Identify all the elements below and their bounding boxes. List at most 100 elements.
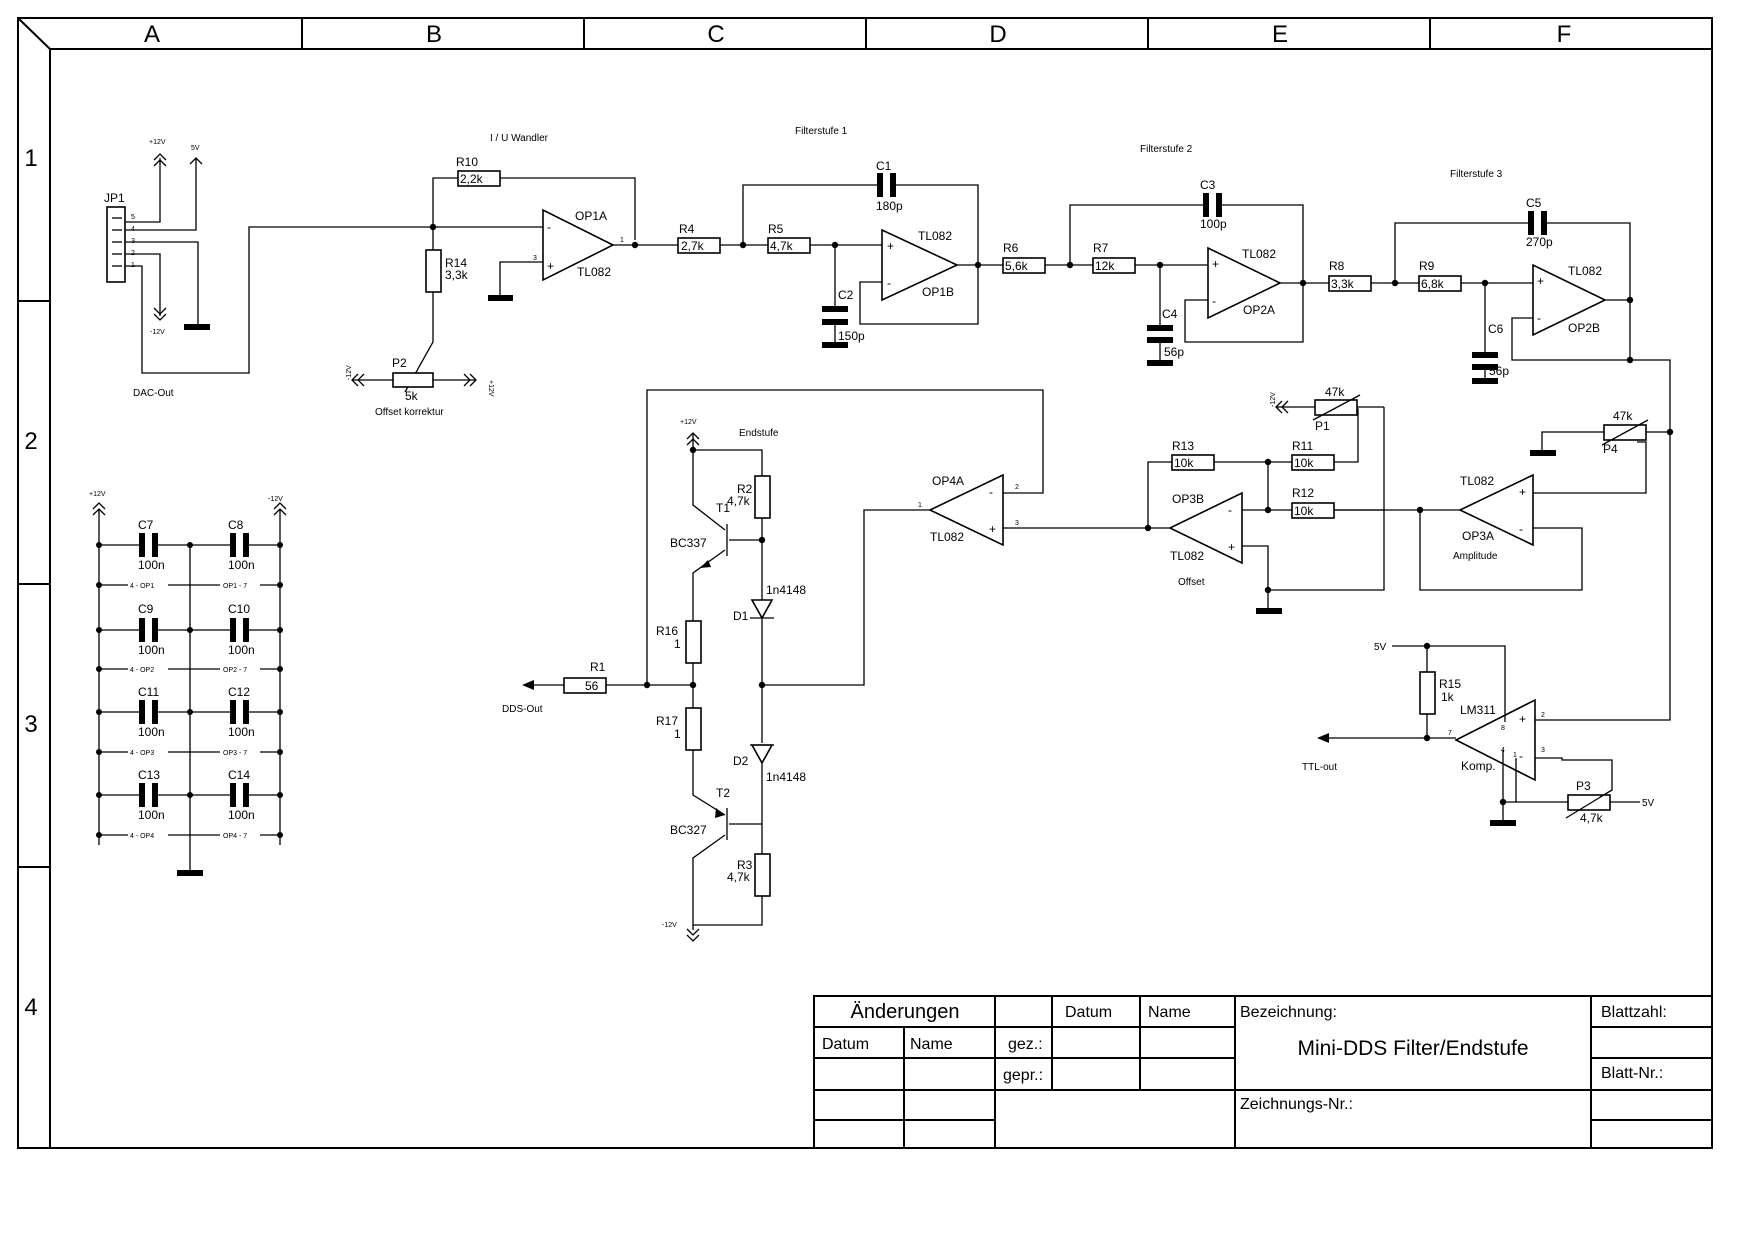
decoupling-minus12v-label: -12V [268,496,283,503]
op4a-type: TL082 [930,530,964,544]
p4-label: P4 [1603,442,1618,456]
decap-pin-op2-a: 4 - OP2 [130,667,154,674]
r16-value: 1 [674,637,681,651]
r7-label: R7 [1093,241,1109,255]
op1b-type: TL082 [918,229,952,243]
op2b-plus: + [1537,274,1544,288]
column-label-d: D [989,21,1006,48]
r14-value: 3,3k [445,268,469,282]
r16-label: R16 [656,624,678,638]
decap-pin-op4-b: OP4 - 7 [223,833,247,840]
decap-c14-label: C14 [228,768,250,782]
decap-c9-label: C9 [138,602,154,616]
decap-c10-value: 100n [228,643,255,657]
r10-value: 2,2k [460,172,484,186]
p2-label: P2 [392,356,407,370]
op3a-type: TL082 [1460,474,1494,488]
decap-c10-label: C10 [228,602,250,616]
row-label-4: 4 [24,994,37,1021]
r8-value: 3,3k [1331,277,1355,291]
p4-value: 47k [1613,409,1633,423]
op2a-minus: - [1212,294,1216,308]
c1-label: C1 [876,159,892,173]
iu-converter-stage: R10 2,2k R14 3,3k -12V +12V P2 5k Offset… [346,155,678,418]
tb-title: Mini-DDS Filter/Endstufe [1297,1037,1528,1060]
t1-label: T1 [716,501,730,515]
decap-pin-op1-b: OP1 - 7 [223,583,247,590]
amplitude-stage: + - TL082 OP3A Amplitude 47k P4 [1419,409,1670,591]
comp-type: LM311 [1460,703,1496,717]
tb-zeichnungsnr: Zeichnungs-Nr.: [1240,1096,1353,1113]
r15-label: R15 [1439,677,1461,691]
r15-value: 1k [1441,690,1455,704]
r4-label: R4 [679,222,695,236]
d1-label: D1 [733,609,749,623]
column-label-a: A [144,21,160,48]
tb-gepr: gepr.: [1003,1067,1043,1084]
comp-pin-8: 8 [1501,725,1505,732]
op3a-minus: - [1519,522,1523,536]
amplitude-label: Amplitude [1453,551,1498,562]
op1b-plus: + [887,239,894,253]
op4a-minus: - [989,485,993,499]
filter-stage-1: R4 2,7k R5 4,7k C1 180p C2 150p + - TL08… [677,159,1003,348]
op3a-plus: + [1519,485,1526,499]
decoupling-plus12v-label: +12V [89,491,106,498]
c4-label: C4 [1162,307,1178,321]
tb-name-col: Name [910,1036,953,1053]
endstufe-minus12v-label: -12V [662,922,677,929]
r2-label: R2 [737,482,753,496]
p1-minus12v-label: -12V [1270,392,1277,407]
offset-korrektur-label: Offset korrektur [375,407,444,418]
r9-label: R9 [1419,259,1435,273]
decap-pin-op3-a: 4 - OP3 [130,750,154,757]
jp1-label: JP1 [104,191,125,205]
p3-5v-label: 5V [1642,798,1655,809]
op2a-label: OP2A [1243,303,1275,317]
comp-pin-7: 7 [1448,730,1452,737]
r17-label: R17 [656,714,678,728]
c2-label: C2 [838,288,854,302]
op1a-plus: + [547,259,554,273]
tb-blattzahl: Blattzahl: [1601,1004,1667,1021]
r14-label: R14 [445,256,467,270]
d2-value: 1n4148 [766,770,806,784]
decap-c11-value: 100n [138,725,165,739]
p2-minus12v-label: -12V [346,365,353,380]
r9-value: 6,8k [1421,277,1445,291]
op4a-pin-3: 3 [1015,520,1019,527]
decap-c8-value: 100n [228,558,255,572]
r1-value: 56 [585,679,599,693]
r17-value: 1 [674,727,681,741]
op2a-plus: + [1212,257,1219,271]
t2-label: T2 [716,786,730,800]
tb-datum-col: Datum [822,1036,869,1053]
r13-value: 10k [1174,456,1194,470]
row-label-2: 2 [24,428,37,455]
d2-label: D2 [733,754,749,768]
decap-c13-label: C13 [138,768,160,782]
section-label-filterstufe-1: Filterstufe 1 [795,126,848,137]
r5-value: 4,7k [770,239,794,253]
p3-label: P3 [1576,779,1591,793]
p3-value: 4,7k [1580,811,1604,825]
r8-label: R8 [1329,259,1345,273]
decap-c12-label: C12 [228,685,250,699]
section-label-filterstufe-2: Filterstufe 2 [1140,144,1193,155]
op2b-minus: - [1537,311,1541,325]
r3-label: R3 [737,858,753,872]
decap-pin-op1-a: 4 - OP1 [130,583,154,590]
r11-value: 10k [1294,456,1314,470]
filter-stage-2: R6 5,6k R7 12k C3 100p C4 56p + - TL082 … [1002,178,1329,366]
comp-plus: + [1519,712,1526,726]
r2-value: 4,7k [727,494,751,508]
decap-c7-label: C7 [138,518,154,532]
tb-name: Name [1148,1004,1191,1021]
column-label-b: B [426,21,442,48]
p2-value: 5k [405,389,419,403]
drawing-frame: A B C D E F 1 2 3 4 [17,17,1713,1149]
c1-value: 180p [876,199,903,213]
decoupling-capacitors: +12V -12V C7 100n C8 100n 4 - OP1 OP1 - … [89,491,287,876]
decap-c7-value: 100n [138,558,165,572]
